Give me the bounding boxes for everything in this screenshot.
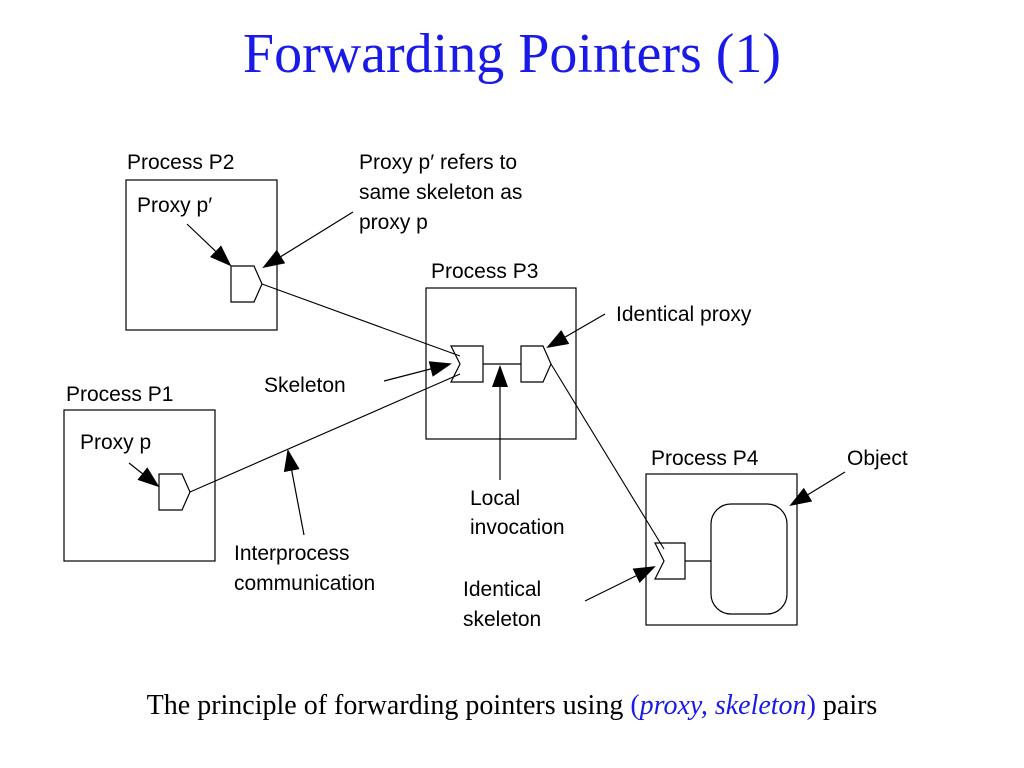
p3-proxy-to-p4-skeleton-line — [550, 363, 665, 550]
skeleton-arrow — [383, 361, 452, 382]
process-p2-label: Process P2 — [127, 151, 234, 174]
caption-close-paren: ) — [806, 690, 816, 721]
process-p1-label: Process P1 — [66, 383, 173, 406]
identical-proxy-label: Identical proxy — [616, 303, 752, 326]
p2-to-skeleton-line — [261, 283, 461, 357]
caption-proxy: proxy — [639, 690, 701, 721]
identical-skeleton-label-line1: Identical — [463, 578, 541, 601]
process-p3-box — [425, 287, 577, 440]
forwarding-pointers-diagram: Process P2 Process P3 Process P1 Process… — [63, 151, 908, 631]
caption-open-paren: ( — [630, 690, 640, 721]
p1-to-skeleton-line — [189, 373, 461, 493]
interprocess-label-line1: Interprocess — [234, 542, 350, 565]
identical-skeleton-shape — [654, 542, 686, 580]
refers-arrow — [262, 211, 354, 269]
caption-prefix: The principle of forwarding pointers usi… — [146, 690, 631, 721]
refers-label-line2: same skeleton as — [359, 181, 522, 204]
identical-skeleton-label-line2: skeleton — [463, 608, 541, 631]
slide-caption: The principle of forwarding pointers usi… — [0, 690, 1024, 722]
proxy-p-label: Proxy p — [80, 431, 151, 454]
refers-label-line3: proxy p — [359, 211, 428, 234]
process-p4-box — [645, 473, 798, 626]
caption-suffix: pairs — [815, 690, 878, 721]
proxy-p-prime-label: Proxy p′ — [137, 194, 212, 217]
local-invocation-label-line1: Local — [470, 487, 520, 510]
caption-skeleton: skeleton — [714, 690, 807, 721]
identical-proxy-shape — [520, 345, 552, 383]
process-p4-label: Process P4 — [651, 447, 759, 470]
refers-label-line1: Proxy p′ refers to — [359, 151, 517, 174]
local-invocation-label-line2: invocation — [470, 516, 565, 539]
proxy-p-shape — [158, 473, 191, 511]
object-label: Object — [847, 447, 908, 470]
skeleton-shape — [450, 345, 484, 383]
skeleton-label: Skeleton — [264, 374, 346, 397]
proxy-p-prime-arrow — [186, 223, 232, 267]
identical-skeleton-arrow — [584, 566, 656, 602]
slide-title: Forwarding Pointers (1) — [242, 23, 782, 85]
proxy-p-arrow — [128, 462, 160, 488]
identical-proxy-arrow — [546, 313, 606, 349]
caption-comma: , — [700, 690, 715, 721]
process-p1-box — [63, 409, 216, 562]
interprocess-arrow — [283, 449, 305, 536]
interprocess-label-line2: communication — [234, 572, 375, 595]
proxy-p-prime-shape — [230, 265, 263, 303]
process-p3-label: Process P3 — [431, 260, 538, 283]
object-shape — [710, 503, 788, 615]
object-arrow — [789, 471, 846, 507]
